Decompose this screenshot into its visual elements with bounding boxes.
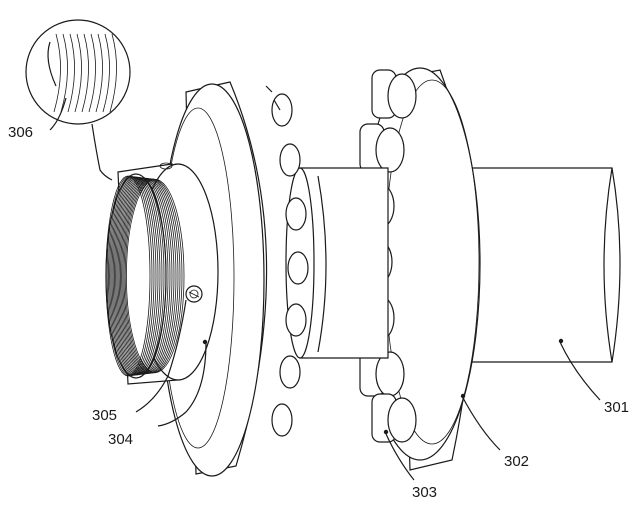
label-304: 304 — [108, 431, 133, 448]
balls — [271, 93, 309, 437]
label-306: 306 — [8, 124, 33, 141]
label-305: 305 — [92, 407, 117, 424]
set-screw — [185, 285, 203, 303]
sleeve-305 — [105, 162, 219, 385]
threads-306 — [105, 175, 185, 377]
shaft-301 — [469, 167, 621, 363]
detail-circle-306 — [25, 19, 131, 181]
label-302: 302 — [504, 453, 529, 470]
label-303: 303 — [412, 484, 437, 501]
leader-lines — [49, 97, 601, 481]
label-301: 301 — [604, 399, 629, 416]
